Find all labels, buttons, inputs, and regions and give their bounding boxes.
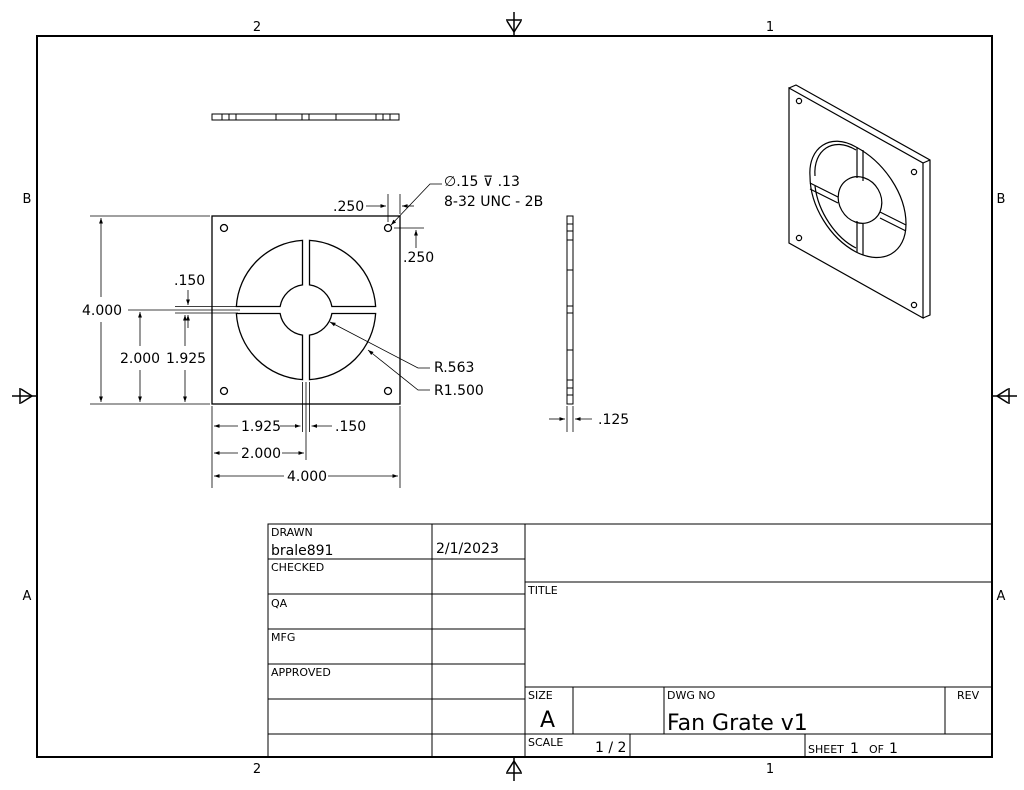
- sheet-label: SHEET: [808, 743, 844, 756]
- drawn-label: DRAWN: [271, 526, 313, 539]
- mfg-label: MFG: [271, 631, 295, 644]
- title-block: [267, 523, 993, 758]
- checked-label: CHECKED: [271, 561, 324, 574]
- dim-center-height: 2.000: [120, 351, 160, 367]
- hole-callout-diameter: ∅.15 ⊽ .13: [444, 174, 520, 190]
- top-view: [211, 113, 400, 121]
- dim-slot-width-horizontal: .150: [335, 419, 366, 435]
- dim-slot-offset-y: 1.925: [166, 351, 206, 367]
- hole-callout-thread: 8-32 UNC - 2B: [444, 194, 543, 210]
- front-view-dimensions: [90, 183, 442, 488]
- scale-value: 1 / 2: [595, 740, 626, 756]
- dwg-no-value: Fan Grate v1: [667, 711, 808, 736]
- dwg-no-label: DWG NO: [667, 689, 716, 702]
- plate-outline: [211, 215, 401, 405]
- drawn-date: 2/1/2023: [436, 541, 499, 557]
- title-label: TITLE: [527, 584, 558, 597]
- qa-label: QA: [271, 597, 288, 610]
- zone-label-top-right: 1: [766, 20, 774, 35]
- dim-slot-width-vertical: .150: [174, 273, 205, 289]
- size-value: A: [540, 708, 555, 733]
- mounting-hole-tl: [219, 223, 229, 233]
- isometric-view: [788, 84, 931, 320]
- zone-label-left-upper: B: [23, 192, 32, 207]
- centering-mark-left: [12, 388, 37, 404]
- dim-thickness: .125: [598, 412, 629, 428]
- rev-label: REV: [957, 689, 980, 702]
- sheet-border: [36, 35, 993, 758]
- size-label: SIZE: [528, 689, 553, 702]
- mounting-hole-br: [383, 386, 393, 396]
- drawn-by: brale891: [271, 543, 333, 559]
- dim-edge-offset-y: .250: [403, 250, 434, 266]
- centering-mark-right: [992, 388, 1017, 404]
- zone-label-bottom-left: 2: [253, 762, 261, 777]
- dim-outer-radius: R1.500: [434, 383, 484, 399]
- side-view-dimension: [549, 406, 592, 432]
- dim-overall-width: 4.000: [287, 469, 327, 485]
- zone-label-top-left: 2: [253, 20, 261, 35]
- zone-label-right-upper: B: [997, 192, 1006, 207]
- centering-mark-top: [506, 12, 522, 36]
- front-view: [211, 215, 401, 405]
- mounting-hole-bl: [219, 386, 229, 396]
- vent-quadrant-br: [308, 312, 377, 381]
- of-value: 1: [889, 741, 898, 757]
- zone-label-right-lower: A: [997, 589, 1006, 604]
- dim-center-width: 2.000: [241, 446, 281, 462]
- sheet-value: 1: [850, 741, 859, 757]
- zone-label-left-lower: A: [23, 589, 32, 604]
- dim-overall-height: 4.000: [82, 303, 122, 319]
- of-label: OF: [869, 743, 884, 756]
- dim-edge-offset-x: .250: [333, 199, 364, 215]
- vent-quadrant-tr: [308, 239, 377, 308]
- approved-label: APPROVED: [271, 666, 331, 679]
- vent-quadrant-tl: [235, 239, 304, 308]
- zone-label-bottom-right: 1: [766, 762, 774, 777]
- scale-label: SCALE: [528, 736, 563, 749]
- mounting-hole-tr: [383, 223, 393, 233]
- side-view: [566, 215, 574, 405]
- vent-quadrant-bl: [235, 312, 304, 381]
- dim-slot-offset-x: 1.925: [241, 419, 281, 435]
- centering-mark-bottom: [506, 757, 522, 781]
- dim-inner-radius: R.563: [434, 360, 474, 376]
